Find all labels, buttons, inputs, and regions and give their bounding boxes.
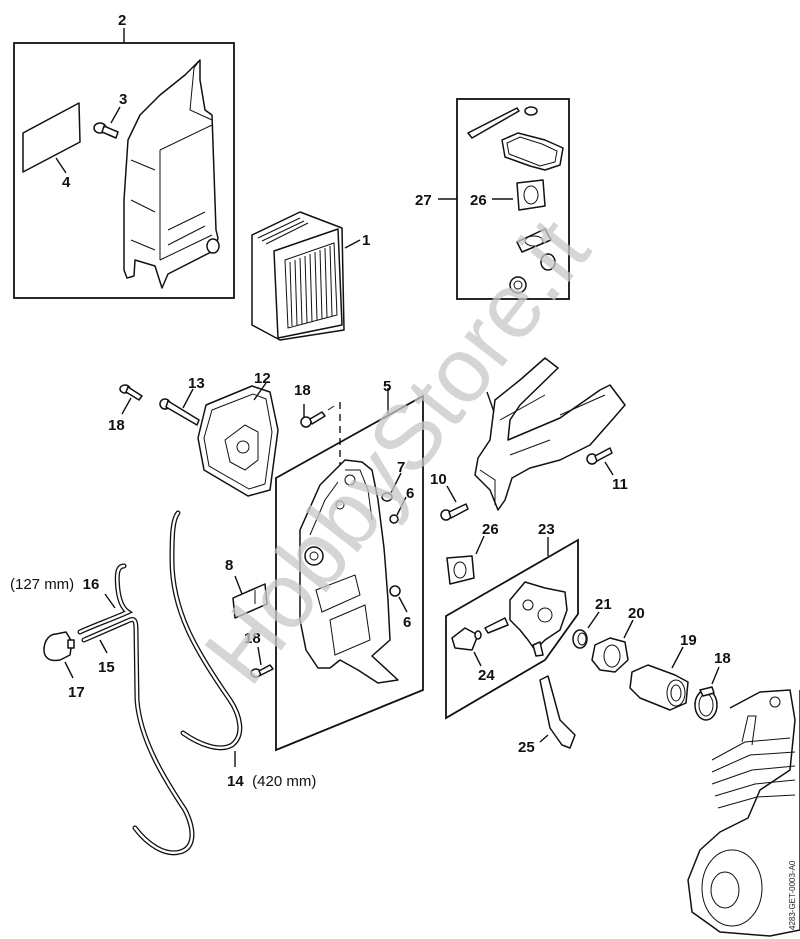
callout-8[interactable]: 8: [225, 557, 233, 574]
callout-16-length: (127 mm): [10, 576, 74, 593]
callout-14-group[interactable]: 14 (420 mm): [227, 773, 316, 790]
part-18-screw-b[interactable]: [300, 404, 335, 428]
part-3-screw[interactable]: [93, 106, 121, 139]
callout-23[interactable]: 23: [538, 521, 555, 538]
part-21-flange[interactable]: [591, 619, 634, 673]
callout-3[interactable]: 3: [119, 91, 127, 108]
callout-14: 14: [227, 773, 244, 790]
callout-21[interactable]: 20: [628, 605, 645, 622]
callout-27[interactable]: 27: [415, 192, 432, 209]
callout-6-a[interactable]: 6: [406, 485, 414, 502]
group-box-5: [275, 388, 424, 752]
callout-7[interactable]: 7: [397, 459, 405, 476]
group-box-27: [438, 98, 570, 300]
part-12-filter-cover[interactable]: [197, 382, 279, 497]
callout-13[interactable]: 13: [188, 375, 205, 392]
part-manifold-bracket[interactable]: [474, 357, 626, 511]
part-4-label-plate[interactable]: [22, 102, 81, 174]
callout-10[interactable]: 10: [430, 471, 447, 488]
callout-18-a[interactable]: 18: [108, 417, 125, 434]
callout-15[interactable]: 15: [98, 659, 115, 676]
part-15-fuel-line[interactable]: [81, 617, 195, 856]
part-6-ring-b[interactable]: [389, 585, 408, 613]
callout-24[interactable]: 24: [478, 667, 495, 684]
callout-26-kit[interactable]: 26: [470, 192, 487, 209]
part-19-hose-clamp[interactable]: [694, 666, 720, 721]
callout-20[interactable]: 19: [680, 632, 697, 649]
part-5-carburetor-box[interactable]: [299, 459, 399, 684]
callout-14-length: (420 mm): [252, 773, 316, 790]
part-26-gasket-b[interactable]: [446, 535, 485, 585]
part-6-ring-a[interactable]: [389, 496, 407, 524]
callout-18-c[interactable]: 18: [244, 630, 261, 647]
part-1-air-filter[interactable]: [251, 211, 361, 341]
callout-17[interactable]: 17: [68, 684, 85, 701]
callout-6-b[interactable]: 6: [403, 614, 411, 631]
callout-18-b[interactable]: 18: [294, 382, 311, 399]
part-8-bracket[interactable]: [232, 575, 268, 619]
part-24-primer-cap[interactable]: [451, 627, 482, 667]
callout-1[interactable]: 1: [362, 232, 370, 249]
part-27-gasket-kit[interactable]: [467, 106, 564, 294]
group-box-2: [13, 28, 235, 299]
callout-2[interactable]: 2: [118, 12, 126, 29]
part-18-screw-c[interactable]: [250, 646, 274, 678]
part-14-fuel-hose[interactable]: [169, 510, 243, 767]
part-20-intake-manifold[interactable]: [629, 646, 689, 711]
callout-19[interactable]: 18: [714, 650, 731, 667]
callout-4[interactable]: 4: [62, 174, 71, 191]
group-box-23: [445, 537, 579, 720]
part-18-screw-a[interactable]: [119, 384, 143, 415]
callout-16-group[interactable]: (127 mm) 16: [10, 576, 99, 593]
part-17-primer-bulb[interactable]: [43, 631, 75, 679]
part-10-screw[interactable]: [440, 485, 469, 521]
part-25-hose[interactable]: [539, 675, 576, 749]
part-2-filter-housing[interactable]: [123, 59, 220, 289]
callout-22[interactable]: 21: [595, 596, 612, 613]
part-13-bolt[interactable]: [159, 388, 200, 426]
callout-5[interactable]: 5: [383, 378, 391, 395]
part-7-nut[interactable]: [381, 472, 402, 502]
drawing-reference: 4283-GET-0003-A0: [788, 860, 797, 930]
callout-26[interactable]: 26: [482, 521, 499, 538]
filter-pleats: [257, 217, 333, 327]
part-23-carburetor[interactable]: [484, 581, 568, 657]
callout-16: 16: [83, 576, 100, 593]
part-16-fuel-line[interactable]: [77, 563, 134, 635]
callout-11[interactable]: 11: [612, 476, 628, 493]
part-11-screw[interactable]: [586, 447, 614, 476]
part-22-ring[interactable]: [572, 611, 600, 649]
callout-12[interactable]: 12: [254, 370, 271, 387]
callout-25[interactable]: 25: [518, 739, 535, 756]
callout-labels: 2 3 4 1 27 26 18 13 12 18 5 7 6 6 10 11 …: [10, 12, 731, 790]
engine-cylinder: [687, 689, 800, 937]
